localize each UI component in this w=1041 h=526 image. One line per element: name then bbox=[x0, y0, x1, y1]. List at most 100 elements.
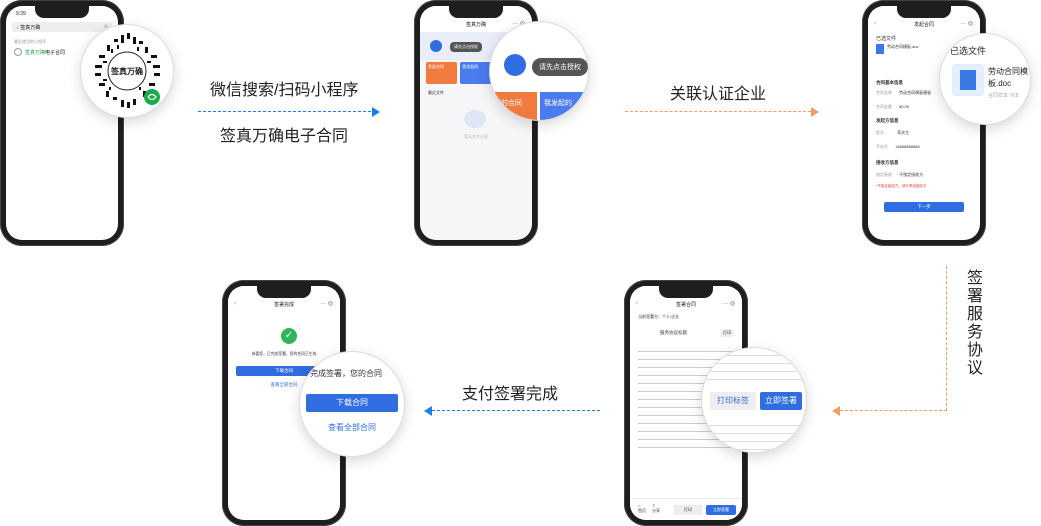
sign-magnifier: 打印标签 立即签署 bbox=[702, 348, 806, 452]
qr-code-icon bbox=[95, 33, 160, 108]
step2-label: 关联认证企业 bbox=[670, 86, 767, 103]
file-magnifier: 已选文件 劳动合同模 板.doc 合同样本 7KB bbox=[940, 34, 1030, 124]
zoom-tile-left[interactable]: 起的合同 bbox=[490, 92, 537, 120]
success-check-icon: ✓ bbox=[281, 328, 297, 344]
status-time: 9:39 bbox=[16, 11, 26, 17]
print-pill[interactable]: 打印 bbox=[720, 329, 734, 337]
share-label: 分享 bbox=[652, 508, 660, 513]
back-icon[interactable]: ‹ bbox=[234, 300, 237, 307]
empty-illustration bbox=[464, 110, 486, 128]
step1-arrowhead bbox=[372, 107, 380, 117]
phone-notch bbox=[659, 286, 713, 298]
zoom-view-link[interactable]: 查看全部合同 bbox=[328, 423, 376, 432]
amount-row[interactable]: 合同金额 ¥0.00 bbox=[876, 104, 909, 110]
more-icon[interactable]: ··· ◎ bbox=[960, 21, 973, 27]
step4-arrowhead bbox=[424, 406, 432, 416]
success-message: 恭喜您，已完成签署，您的合同已生效 bbox=[251, 352, 317, 356]
next-button[interactable]: 下一步 bbox=[884, 202, 964, 212]
info-title: 合同基本信息 bbox=[876, 80, 903, 85]
receiver-value: 不指定接收方 bbox=[899, 172, 924, 177]
bottom-sign-button[interactable]: 立即签署 bbox=[706, 505, 736, 515]
phone-row[interactable]: 手机号 18888888888 bbox=[876, 144, 920, 150]
view-all-link[interactable]: 查看全部合同 bbox=[270, 382, 298, 387]
contract-name-row[interactable]: 合同名称 劳动合同模板模板 bbox=[876, 90, 931, 96]
step2-arrow bbox=[625, 111, 811, 112]
step4-label: 支付签署完成 bbox=[462, 386, 559, 403]
download-button[interactable]: 下载合同 bbox=[236, 366, 332, 376]
page-title: 签署合同 bbox=[675, 302, 696, 308]
search-bar[interactable]: ⌕ 签真万确 ⊗ bbox=[12, 22, 112, 32]
bottom-print-button[interactable]: 打印 bbox=[674, 505, 702, 515]
back-icon[interactable]: ‹ bbox=[874, 20, 877, 27]
file-name: 劳动合同模板.doc bbox=[887, 44, 919, 49]
search-icon: ⌕ bbox=[16, 25, 21, 31]
step1-bottom-label: 签真万确电子合同 bbox=[220, 128, 349, 145]
phone-notch bbox=[449, 6, 503, 18]
zoom-success-text: 完成签署，您的合同 bbox=[310, 369, 382, 378]
home-icon[interactable]: ⌂首页 bbox=[638, 503, 646, 513]
more-icon[interactable]: ··· ◎ bbox=[722, 301, 735, 307]
receiver-title: 接收方信息 bbox=[876, 160, 899, 165]
zoom-doc-icon bbox=[952, 64, 984, 96]
clear-icon[interactable]: ⊗ bbox=[103, 24, 108, 30]
phone-value: 18888888888 bbox=[895, 144, 920, 149]
name-row[interactable]: 姓名 蒋先生 bbox=[876, 130, 909, 136]
qr-center-name: 签真万确 bbox=[111, 67, 143, 76]
app-name-highlight: 签真万确 bbox=[25, 49, 46, 56]
zoom-auth-button[interactable]: 请先点击授权 bbox=[532, 58, 588, 76]
zoom-avatar[interactable] bbox=[504, 54, 526, 76]
recent-label: 最近使用的小程序 bbox=[14, 39, 46, 44]
qr-code-magnifier: 签真万确 bbox=[81, 25, 173, 117]
step3-label: 签署服务协议 bbox=[966, 270, 983, 377]
zoom-download-button[interactable]: 下载合同 bbox=[306, 394, 398, 412]
selected-files-label: 已选文件 bbox=[876, 36, 897, 42]
page-title: 签署完成 bbox=[273, 302, 294, 308]
amount-value: ¥0.00 bbox=[899, 104, 910, 109]
receiver-label: 指定接收 bbox=[876, 172, 892, 177]
mini-program-item[interactable]: 签真万确电子合同 bbox=[14, 48, 65, 56]
doc-title: 服务协议标题 bbox=[660, 330, 687, 335]
zoom-file-line1: 劳动合同模 bbox=[988, 67, 1028, 76]
recent-files-label: 最近文件 bbox=[428, 90, 444, 95]
avatar[interactable] bbox=[430, 40, 442, 52]
zoom-meta: 合同样本 7KB bbox=[988, 93, 1019, 99]
home-label: 首页 bbox=[638, 508, 646, 513]
receiver-row[interactable]: 指定接收 不指定接收方 bbox=[876, 172, 923, 178]
phone-notch bbox=[35, 6, 89, 18]
step3-arrowhead bbox=[832, 406, 840, 416]
search-input[interactable]: 签真万确 bbox=[20, 25, 41, 31]
receiver-warning: *不指定接收方，请分享给接收方 bbox=[876, 184, 927, 188]
page-title: 签真万确 bbox=[465, 22, 486, 28]
phone-notch bbox=[257, 286, 311, 298]
zoom-title: 已选文件 bbox=[950, 46, 987, 56]
step3-arrow-horizontal bbox=[840, 410, 947, 411]
bottom-bar: ⌂首页 ⇪分享 打印 立即签署 bbox=[630, 498, 742, 520]
more-icon[interactable]: ··· ◎ bbox=[512, 21, 525, 27]
zoom-doc-lines bbox=[702, 348, 806, 380]
phone-mockup-3: ‹ 发起合同 ··· ◎ 已选文件 劳动合同模板.doc 合同基本信息 合同名称 劳… bbox=[862, 0, 986, 246]
sender-title: 发起方信息 bbox=[876, 118, 899, 123]
doc-icon bbox=[960, 70, 976, 90]
phone-notch bbox=[897, 6, 951, 18]
done-magnifier: 完成签署，您的合同 下载合同 查看全部合同 bbox=[300, 352, 404, 456]
more-icon[interactable]: ··· ◎ bbox=[320, 301, 333, 307]
name-label: 姓名 bbox=[876, 130, 884, 135]
zoom-print-button[interactable]: 打印标签 bbox=[710, 392, 756, 410]
back-icon[interactable]: ‹ bbox=[636, 300, 639, 307]
step1-arrow bbox=[198, 111, 376, 112]
share-icon[interactable]: ⇪分享 bbox=[652, 503, 660, 513]
auth-button[interactable]: 请先点击授权 bbox=[450, 42, 482, 52]
tile-my-contracts[interactable]: 我发起的 bbox=[460, 62, 492, 84]
doc-icon bbox=[876, 44, 884, 54]
zoom-tile-right[interactable]: 我发起的 bbox=[540, 92, 588, 120]
step3-arrow-vertical bbox=[946, 266, 947, 411]
amount-label: 合同金额 bbox=[876, 104, 892, 109]
phone-mockup-2: 签真万确··· ◎ 请先点击授权 发起合同 我发起的 个人签约 最近文件 暂无文… bbox=[414, 0, 538, 246]
contract-name-label: 合同名称 bbox=[876, 90, 892, 95]
page-title: 发起合同 bbox=[913, 22, 934, 28]
tile-start-contract[interactable]: 发起合同 bbox=[426, 62, 458, 84]
file-item[interactable]: 劳动合同模板.doc bbox=[876, 44, 919, 54]
zoom-sign-button[interactable]: 立即签署 bbox=[760, 392, 802, 410]
zoom-doc-lines-bottom bbox=[702, 418, 806, 452]
signer-info: 当前签署方：个人/企业 bbox=[638, 314, 680, 319]
